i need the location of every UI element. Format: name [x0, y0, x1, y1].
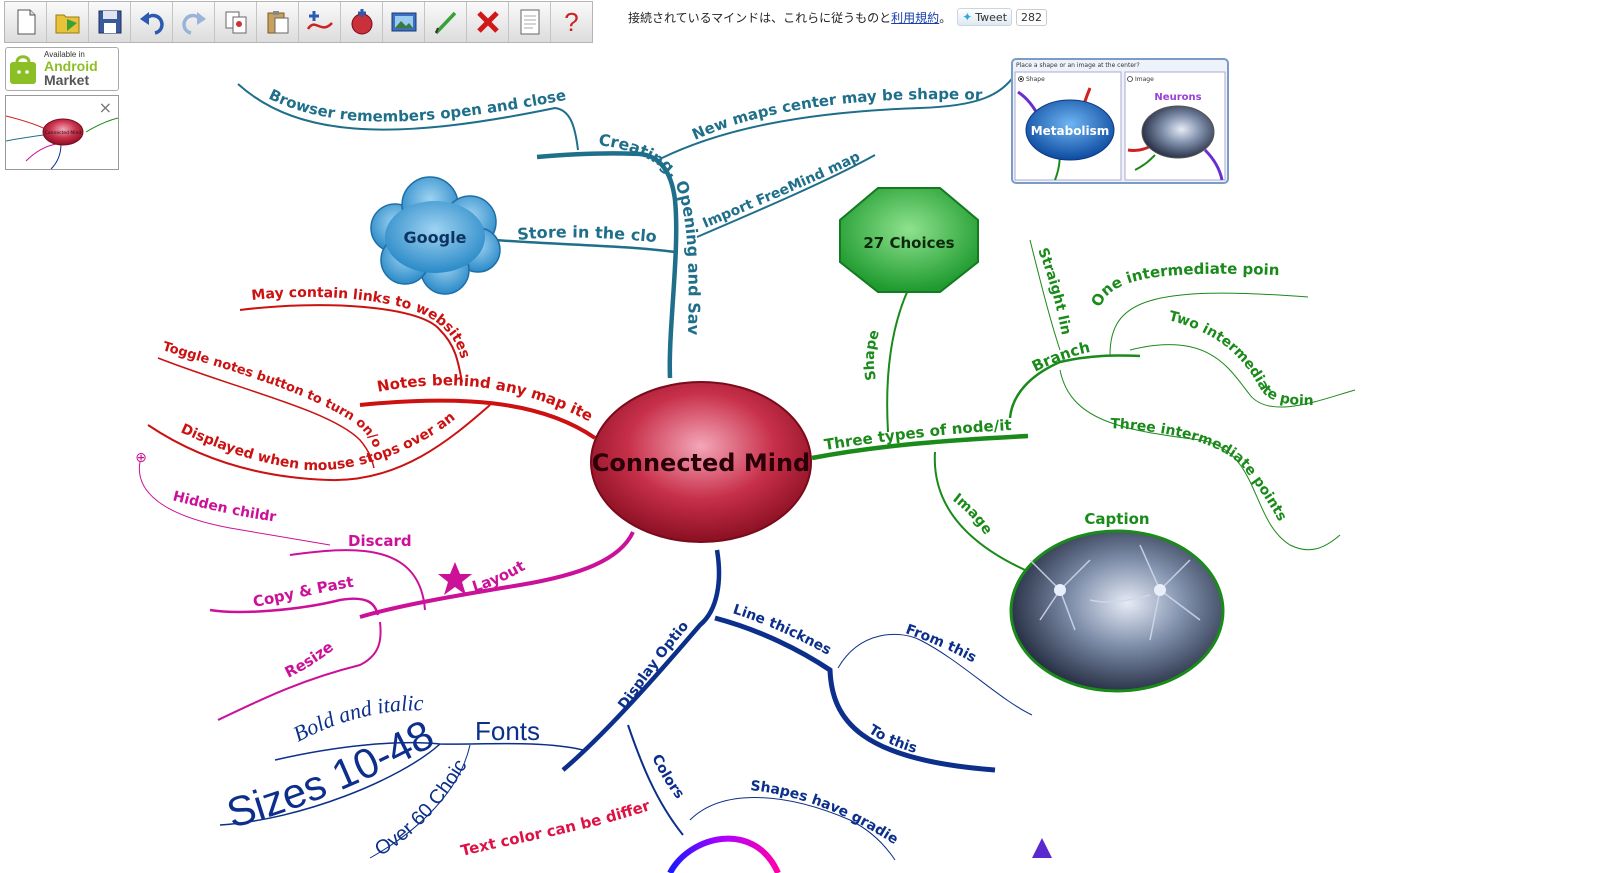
thumbnail-label: Connected Mind	[45, 130, 82, 136]
terms-period: 。	[939, 10, 952, 25]
notes-icon	[520, 9, 539, 35]
expand-hidden-icon[interactable]: ⊕	[135, 450, 147, 466]
android-available-text: Available in	[44, 50, 85, 59]
branch-layout[interactable]	[138, 461, 635, 721]
paste-icon	[267, 11, 288, 34]
fonts-label: Fonts	[475, 716, 540, 746]
copy-icon	[225, 11, 246, 34]
tweet-button[interactable]: ✦ Tweet	[957, 8, 1013, 26]
terms-link[interactable]: 利用規約	[891, 10, 940, 25]
tweet-count: 282	[1016, 8, 1048, 26]
image-label: Image	[950, 491, 996, 538]
branch-creating[interactable]	[237, 74, 1016, 379]
notes-links-label: May contain links to websites	[251, 285, 473, 361]
android-market-badge[interactable]: Available in Android Market	[5, 47, 119, 91]
from-this-label: From this	[903, 622, 978, 667]
star-icon	[438, 562, 472, 595]
shape-label: Shape	[862, 328, 883, 382]
copy-button[interactable]	[215, 2, 257, 42]
new-file-button[interactable]	[5, 2, 47, 42]
resize-label: Resize	[282, 638, 337, 682]
google-label: Google	[404, 228, 467, 247]
add-node-icon	[306, 11, 333, 30]
branch-display[interactable]	[219, 549, 1033, 861]
help-button[interactable]: ?	[551, 2, 592, 42]
redo-button[interactable]	[173, 2, 215, 42]
preview-question: Place a shape or an image at the center?	[1016, 62, 1140, 69]
central-node[interactable]: Connected Mind	[590, 381, 812, 543]
terms-notice: 接続されているマインドは、これらに従うものと 利用規約 。 ✦ Tweet 28…	[628, 8, 1048, 26]
add-image-icon	[351, 9, 372, 35]
close-thumbnail-icon[interactable]: ×	[98, 98, 112, 117]
central-node-label: Connected Mind	[592, 449, 810, 477]
redo-icon	[181, 12, 206, 35]
twitter-bird-icon: ✦	[962, 10, 973, 24]
add-shape-button[interactable]	[341, 2, 383, 42]
three-intermediate-label: Three intermediate points	[1110, 416, 1290, 524]
center-preview-image[interactable]: Place a shape or an image at the center?…	[1011, 58, 1229, 184]
save-button[interactable]	[89, 2, 131, 42]
android-name: Android	[44, 58, 98, 74]
terms-text: 接続されているマインドは、これらに従うものと	[628, 10, 892, 25]
google-cloud-node[interactable]: Google	[370, 176, 501, 295]
caption-image-node[interactable]: Caption	[1009, 510, 1225, 693]
discard-label: Discard	[348, 532, 412, 550]
gradient-shape-node[interactable]	[667, 835, 781, 873]
choices-label: 27 Choices	[863, 234, 954, 252]
undo-icon	[139, 12, 164, 35]
branch-notes[interactable]	[147, 304, 597, 482]
radio-image[interactable]	[1127, 76, 1133, 82]
notes-button[interactable]	[509, 2, 551, 42]
delete-icon	[476, 11, 499, 33]
tweet-label: Tweet	[975, 10, 1008, 24]
preview-opt-image: Image	[1135, 76, 1154, 83]
open-button[interactable]	[47, 2, 89, 42]
thumbnail-preview: Connected Mind	[5, 115, 119, 170]
map-thumbnail[interactable]: Connected Mind ×	[5, 95, 119, 170]
market-name: Market	[44, 72, 90, 88]
picture-button[interactable]	[383, 2, 425, 42]
open-folder-icon	[55, 14, 79, 34]
octagon-shape-node[interactable]: 27 Choices	[839, 187, 979, 293]
picture-icon	[391, 12, 416, 32]
new-file-icon	[17, 9, 35, 35]
pencil-button[interactable]	[425, 2, 467, 42]
add-node-button[interactable]	[299, 2, 341, 42]
undo-button[interactable]	[131, 2, 173, 42]
toolbar: ?	[4, 1, 593, 43]
delete-button[interactable]	[467, 2, 509, 42]
android-bag-icon	[10, 55, 36, 84]
triangle-shape-node[interactable]	[1032, 838, 1052, 858]
pencil-icon	[434, 11, 456, 35]
neurons-label: Neurons	[1154, 92, 1201, 103]
caption-label: Caption	[1084, 510, 1149, 528]
branch-node-types[interactable]	[811, 239, 1356, 571]
paste-button[interactable]	[257, 2, 299, 42]
help-icon: ?	[564, 6, 579, 37]
preview-opt-shape: Shape	[1026, 76, 1045, 83]
metabolism-label: Metabolism	[1031, 124, 1110, 138]
colors-label: Colors	[648, 752, 687, 802]
branch-sub-label: Branch	[1029, 338, 1092, 375]
line-thickness-label: Line thickness	[0, 0, 834, 659]
save-icon	[98, 10, 121, 34]
